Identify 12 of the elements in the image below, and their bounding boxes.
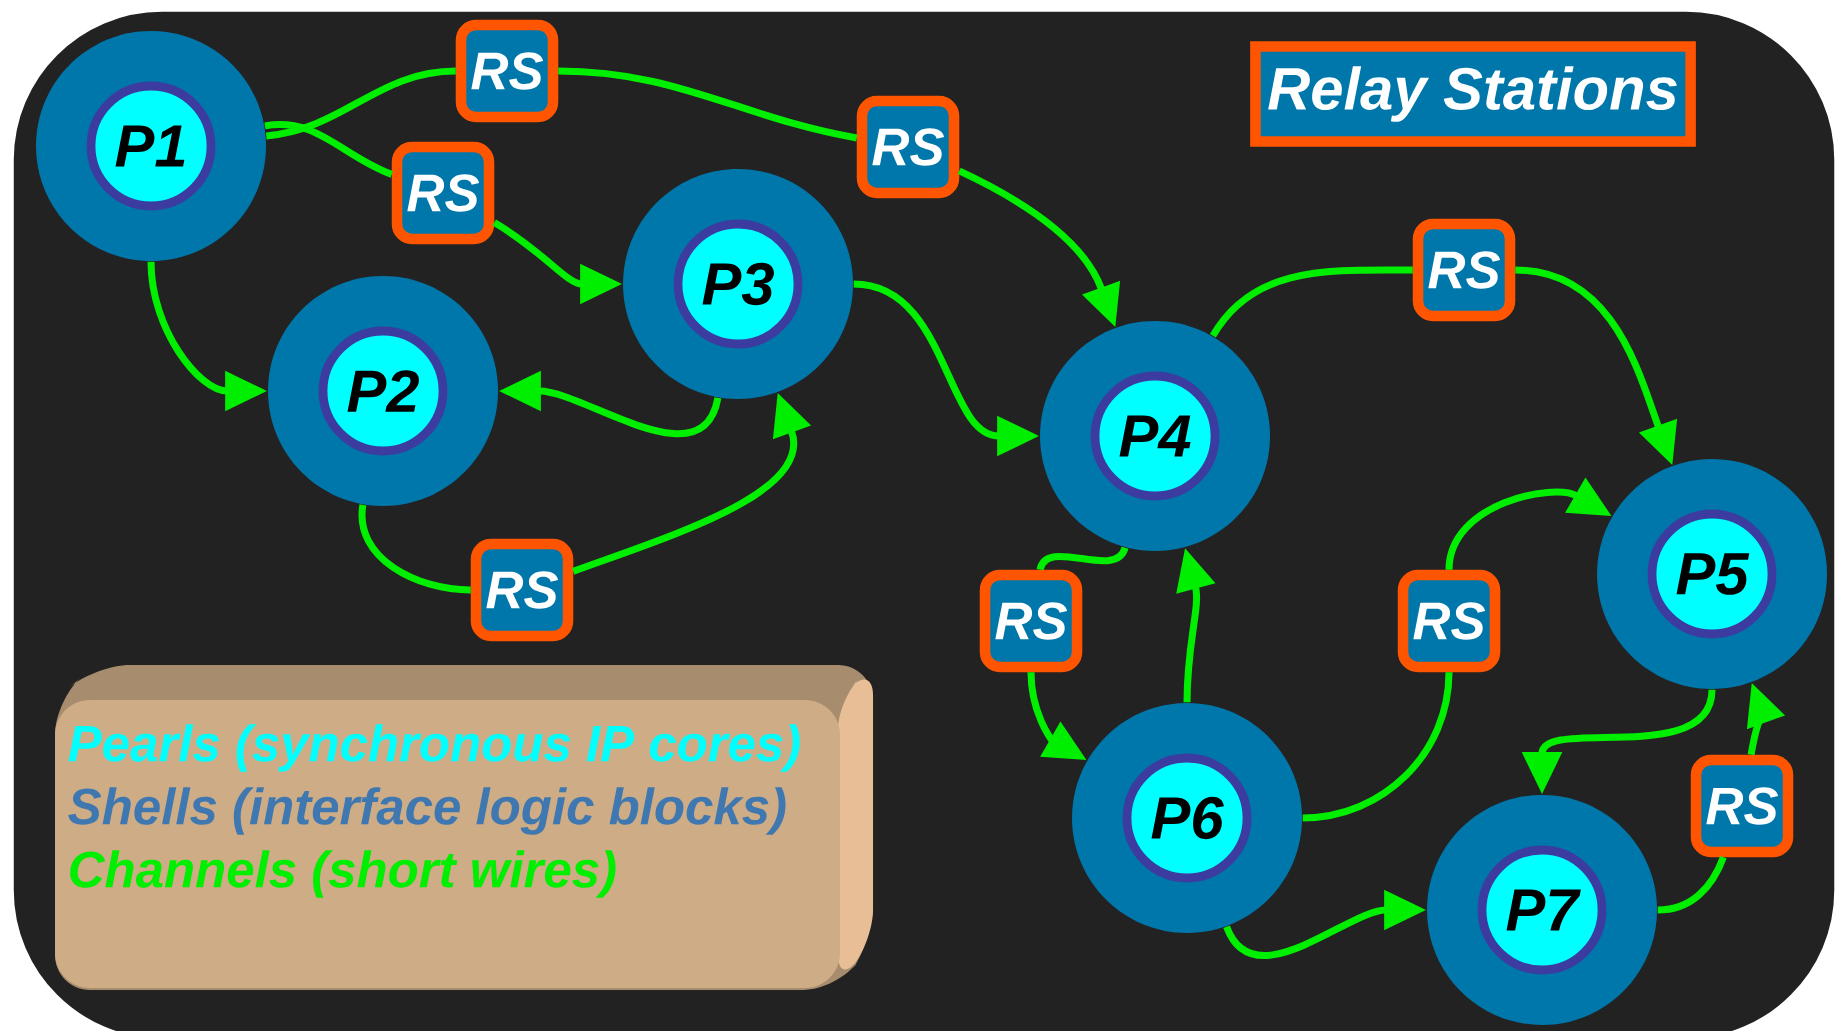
title-box: Relay Stations	[1250, 41, 1696, 147]
relay-station-box: RS	[979, 569, 1083, 673]
relay-station-box: RS	[1397, 569, 1501, 673]
legend-text: Pearls (synchronous IP cores)	[68, 724, 800, 772]
relay-station-box: RS	[856, 95, 960, 199]
legend-text: Channels (short wires)	[70, 850, 616, 898]
relay-station-box: RS	[455, 19, 559, 123]
relay-station-box: RS	[391, 141, 495, 245]
relay-station-box: RS	[1690, 754, 1794, 858]
legend-text: Shells (interface logic blocks)	[68, 787, 786, 835]
relay-station-box: RS	[1412, 218, 1516, 322]
relay-station-box: RS	[470, 538, 574, 642]
